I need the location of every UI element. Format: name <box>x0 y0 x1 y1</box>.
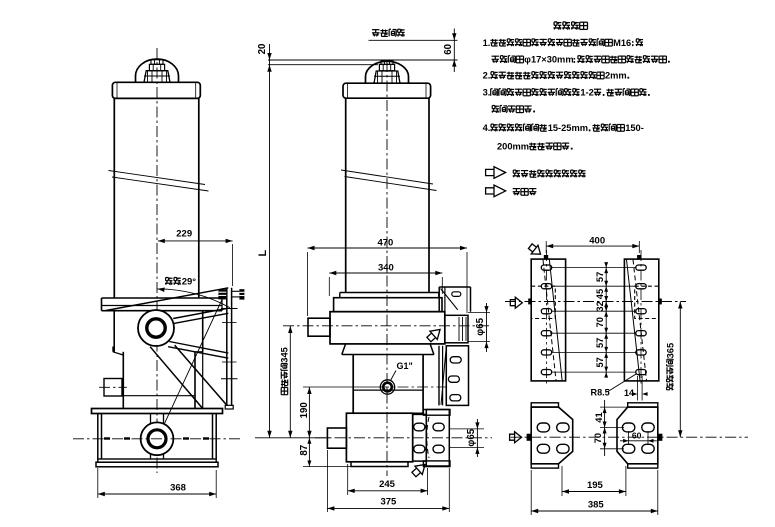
svg-text:70: 70 <box>595 317 605 327</box>
svg-text:M16: M16 <box>613 38 631 48</box>
svg-text:1.: 1. <box>483 38 491 48</box>
svg-text:87: 87 <box>299 445 310 456</box>
svg-text:32: 32 <box>595 301 605 311</box>
svg-text:φ65: φ65 <box>466 428 477 446</box>
svg-text:φ17×30mm: φ17×30mm <box>524 55 573 65</box>
svg-text:G1": G1" <box>397 361 413 371</box>
svg-text:L: L <box>257 250 269 257</box>
svg-text:195: 195 <box>587 480 604 491</box>
svg-text:400: 400 <box>589 235 605 246</box>
svg-text:150-: 150- <box>625 123 644 133</box>
svg-text:2.: 2. <box>483 71 491 81</box>
svg-text:2mm: 2mm <box>605 71 627 81</box>
svg-text:70: 70 <box>593 433 603 443</box>
svg-text:470: 470 <box>377 238 393 249</box>
svg-text:14: 14 <box>624 388 634 398</box>
svg-text:385: 385 <box>588 499 605 510</box>
svg-text:41: 41 <box>594 412 604 422</box>
svg-text:60: 60 <box>443 44 454 55</box>
svg-text:190: 190 <box>299 402 310 418</box>
svg-text:R8.5: R8.5 <box>591 388 610 398</box>
svg-text:368: 368 <box>170 482 186 493</box>
svg-text:365: 365 <box>665 343 675 359</box>
svg-text:4.: 4. <box>483 123 491 133</box>
svg-text:15-25mm: 15-25mm <box>548 123 588 133</box>
svg-text:345: 345 <box>280 347 290 363</box>
svg-text:57: 57 <box>595 338 605 348</box>
svg-text:29°: 29° <box>182 277 197 288</box>
svg-text:57: 57 <box>595 357 605 367</box>
svg-text:1-2: 1-2 <box>580 88 593 98</box>
svg-text:340: 340 <box>378 262 394 273</box>
svg-text:245: 245 <box>379 479 396 490</box>
svg-text:229: 229 <box>176 228 192 239</box>
svg-text:45: 45 <box>595 289 605 299</box>
svg-text:60: 60 <box>632 431 642 441</box>
svg-text:375: 375 <box>380 497 397 508</box>
svg-text:φ65: φ65 <box>475 317 486 335</box>
svg-text:3.: 3. <box>483 88 491 98</box>
svg-text:57: 57 <box>595 272 605 282</box>
svg-text:200mm: 200mm <box>497 142 529 152</box>
svg-text:20: 20 <box>257 44 268 55</box>
